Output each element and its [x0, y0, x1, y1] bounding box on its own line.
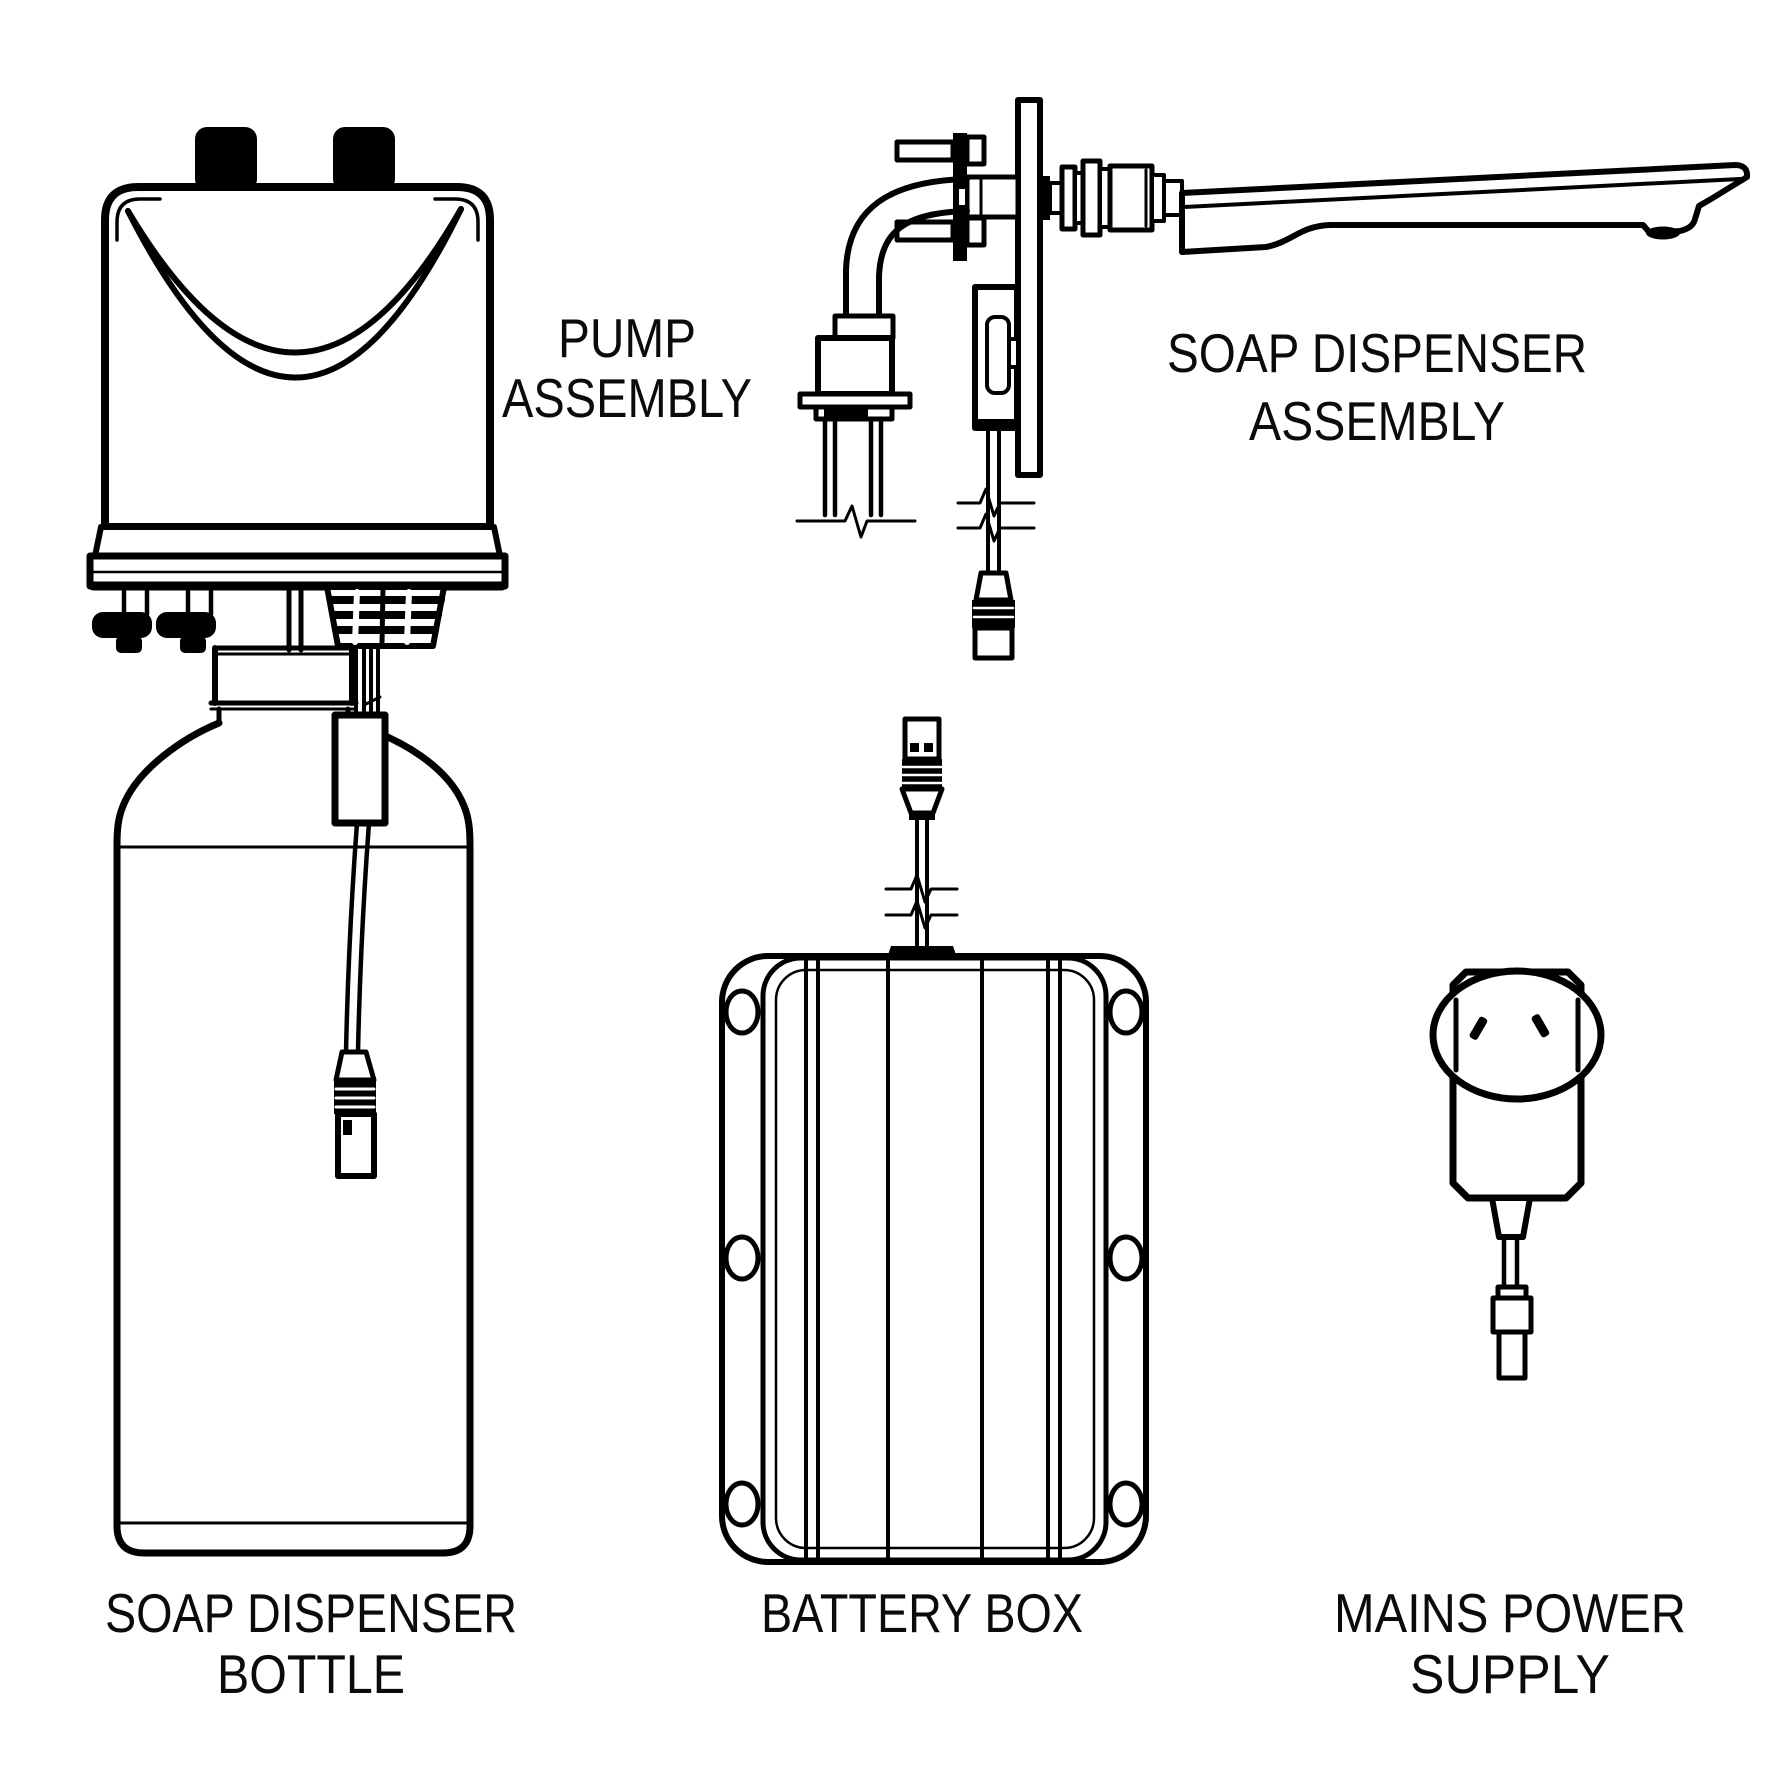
label-soap-dispenser-assembly-line2: ASSEMBLY	[1249, 390, 1505, 452]
spout	[1179, 162, 1751, 255]
bottle-cable	[343, 820, 360, 1055]
pump-ribbed-cap	[324, 584, 447, 649]
dc-barrel-connector	[1490, 1284, 1534, 1381]
label-battery-box: BATTERY BOX	[761, 1582, 1083, 1644]
bottle-outline	[113, 719, 474, 1557]
mains-power-supply-drawing	[1429, 967, 1605, 1381]
label-soap-dispenser-bottle-line1: SOAP DISPENSER	[105, 1582, 517, 1644]
pump-body	[101, 183, 494, 531]
pump-flange	[92, 524, 503, 559]
label-mains-power-supply-line2: SUPPLY	[1410, 1643, 1610, 1705]
part-labels: PUMP ASSEMBLY SOAP DISPENSER ASSEMBLY SO…	[105, 307, 1686, 1705]
label-mains-power-supply-line1: MAINS POWER	[1334, 1582, 1686, 1644]
label-soap-dispenser-bottle-line2: BOTTLE	[217, 1643, 405, 1705]
mounting-holes	[723, 988, 1145, 1528]
battery-box-ridges	[804, 959, 1062, 1559]
label-pump-assembly-line1: PUMP	[558, 307, 696, 369]
mounting-panel	[1015, 97, 1043, 478]
wall-fixture	[894, 133, 1021, 261]
pump-knob-left	[195, 127, 257, 191]
plug-pin-slots	[1469, 1014, 1550, 1040]
cable-break-symbol	[956, 487, 1036, 518]
pump-hose-fittings	[92, 586, 216, 653]
soap-dispenser-assembly-drawing	[795, 97, 1751, 661]
label-pump-assembly-line2: ASSEMBLY	[502, 367, 752, 429]
pump-handle-recess	[125, 206, 464, 356]
battery-lead-connector	[899, 716, 945, 820]
plug-face	[1429, 967, 1605, 1103]
battery-box-drawing	[719, 716, 1149, 1565]
battery-box-front-face	[760, 955, 1109, 1563]
pump-assembly-drawing	[86, 127, 509, 653]
label-soap-dispenser-assembly-line1: SOAP DISPENSER	[1167, 322, 1587, 384]
bottle-level-sensor-block	[331, 711, 389, 827]
soap-inlet-elbow	[795, 176, 970, 539]
cable-break-symbol	[884, 873, 959, 904]
soap-dispenser-bottle-drawing	[113, 645, 474, 1557]
pump-knob-right	[333, 127, 395, 191]
sensor-control-box	[972, 284, 1020, 431]
assembly-power-cable	[956, 427, 1036, 661]
bottle-cable-connector	[333, 1049, 377, 1179]
strain-relief	[1489, 1195, 1533, 1240]
pipe-break-symbol	[795, 504, 917, 539]
spout-coupling	[1040, 158, 1184, 238]
spout-outlet-tip	[1646, 226, 1680, 240]
